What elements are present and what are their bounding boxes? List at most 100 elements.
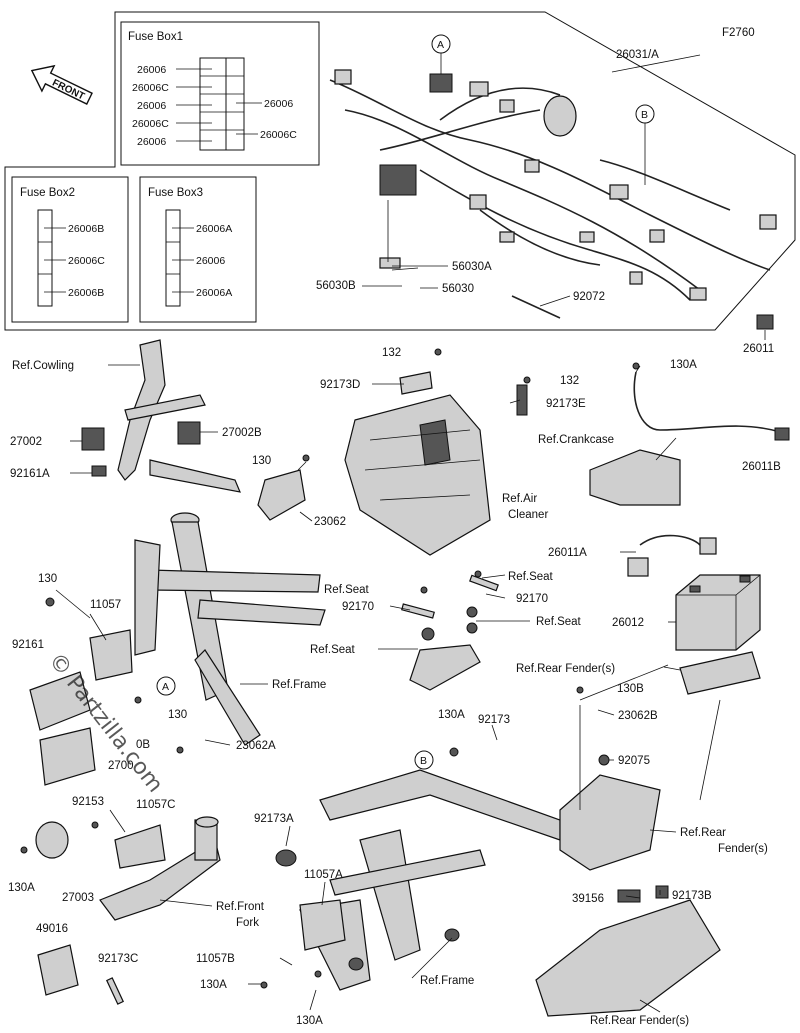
callout-130a-d: 130A	[200, 979, 227, 991]
callout-92072: 92072	[573, 291, 605, 303]
callout-ref-seat-d: Ref.Seat	[310, 644, 356, 656]
fuse-box-3-part: 26006A	[196, 223, 232, 235]
figure-code: F2760	[722, 27, 755, 39]
horn-and-front-fork	[35, 816, 221, 921]
callout-26012: 26012	[612, 617, 644, 629]
callout-130a-b: 130A	[438, 709, 465, 721]
main-frame	[134, 469, 326, 746]
callout-92170-b: 92170	[516, 593, 548, 605]
callout-ref-frame-b: Ref.Frame	[420, 975, 474, 987]
fuse-box-1-part: 26006	[264, 98, 293, 110]
callout-92173: 92173	[478, 714, 510, 726]
callout-ref-frame-a: Ref.Frame	[272, 679, 326, 691]
callout-27003: 27003	[62, 892, 94, 904]
fuse-box-2-part: 26006C	[68, 255, 105, 267]
callout-ref-rear-fender-b1: Ref.Rear	[680, 827, 726, 839]
callout-11057b: 11057B	[196, 953, 235, 965]
fuse-box-2-title: Fuse Box2	[20, 187, 75, 199]
callout-132-a: 132	[382, 347, 401, 359]
seat-brackets	[401, 574, 499, 691]
callout-26011: 26011	[743, 343, 774, 355]
marker-b-label: B	[420, 755, 427, 767]
callout-11057c: 11057C	[136, 799, 175, 811]
fuse-box-3-title: Fuse Box3	[148, 187, 203, 199]
callout-92153: 92153	[72, 796, 104, 808]
callout-92075: 92075	[618, 755, 650, 767]
callout-ref-front-fork-1: Ref.Front	[216, 901, 265, 913]
fuse-box-3: Fuse Box3 26006A 26006 26006A	[139, 176, 257, 323]
fuse-box-3-part: 26006A	[196, 287, 232, 299]
callout-56030: 56030	[442, 283, 474, 295]
callout-ref-seat-c: Ref.Seat	[536, 616, 582, 628]
battery	[675, 574, 761, 695]
ecu-modules	[29, 629, 133, 786]
air-cleaner	[344, 371, 528, 556]
callout-harness: 26031/A	[616, 49, 659, 61]
cowling-stay	[81, 339, 241, 493]
harness-outline	[4, 11, 796, 331]
callout-ref-air-cleaner-1: Ref.Air	[502, 493, 537, 505]
callout-ref-rear-fender-a: Ref.Rear Fender(s)	[516, 663, 615, 675]
callout-130-c: 130	[168, 709, 187, 721]
leader-lines	[55, 54, 766, 1013]
fuse-box-1-part: 26006	[137, 136, 166, 148]
callout-27002-b: 2700	[108, 760, 134, 772]
marker-a-label: A	[162, 681, 169, 693]
callout-92173d: 92173D	[320, 379, 360, 391]
marker-b: B B	[414, 104, 655, 770]
callout-130a-a: 130A	[670, 359, 697, 371]
front-arrow-icon: FRONT	[30, 64, 93, 105]
callout-11057: 11057	[90, 599, 121, 611]
marker-a-label: A	[437, 39, 444, 51]
callout-ref-seat-a: Ref.Seat	[508, 571, 554, 583]
fuse-box-2-part: 26006B	[68, 223, 104, 235]
callout-130a-e: 130A	[296, 1015, 323, 1027]
fuse-box-3-part: 26006	[196, 255, 225, 267]
callout-ref-rear-fender-c: Ref.Rear Fender(s)	[590, 1015, 689, 1027]
rear-fender-tray	[299, 699, 721, 1017]
fuse-box-1-part: 26006C	[132, 118, 169, 130]
callout-26011b: 26011B	[742, 461, 781, 473]
crankcase-and-cables	[589, 371, 790, 577]
callout-92173a: 92173A	[254, 813, 294, 825]
callout-92173c: 92173C	[98, 953, 138, 965]
fuse-box-1-part: 26006	[137, 100, 166, 112]
callout-130b-a: 130B	[617, 683, 644, 695]
callout-ref-rear-fender-b2: Fender(s)	[718, 843, 768, 855]
callout-92173e: 92173E	[546, 398, 586, 410]
callout-130-a: 130	[252, 455, 271, 467]
callout-92173b: 92173B	[672, 890, 712, 902]
fuse-box-1-part: 26006C	[260, 129, 297, 141]
main-wiring-harness	[329, 69, 777, 330]
callout-92161: 92161	[12, 639, 44, 651]
fuse-box-1-title: Fuse Box1	[128, 31, 183, 43]
callout-labels: 26031/A 56030A 56030B 56030 92072 26011 …	[8, 49, 781, 1027]
callout-ref-cowling: Ref.Cowling	[12, 360, 74, 372]
fuse-box-1: Fuse Box1 26006 26006C 26006 26006C 2600…	[120, 21, 320, 166]
callout-39156: 39156	[572, 893, 604, 905]
callout-130a-c: 130A	[8, 882, 35, 894]
callout-ref-front-fork-2: Fork	[236, 917, 259, 929]
callout-26011a: 26011A	[548, 547, 587, 559]
callout-ref-air-cleaner-2: Cleaner	[508, 509, 548, 521]
fasteners	[20, 348, 640, 989]
callout-23062b: 23062B	[618, 710, 658, 722]
callout-ref-seat-b: Ref.Seat	[324, 584, 370, 596]
callout-23062: 23062	[314, 516, 346, 528]
fuse-box-2-part: 26006B	[68, 287, 104, 299]
marker-b-label: B	[641, 109, 648, 121]
callout-130b-b: 0B	[136, 739, 150, 751]
callout-49016: 49016	[36, 923, 68, 935]
callout-130-b: 130	[38, 573, 57, 585]
fuse-box-1-part: 26006C	[132, 82, 169, 94]
callout-56030a: 56030A	[452, 261, 492, 273]
callout-11057a: 11057A	[304, 869, 343, 881]
callout-ref-crankcase: Ref.Crankcase	[538, 434, 614, 446]
fuse-box-1-part: 26006	[137, 64, 166, 76]
marker-a: A A	[156, 34, 451, 696]
callout-92161a: 92161A	[10, 468, 50, 480]
callout-132-b: 132	[560, 375, 579, 387]
callout-27002: 27002	[10, 436, 42, 448]
callout-27002b: 27002B	[222, 427, 262, 439]
